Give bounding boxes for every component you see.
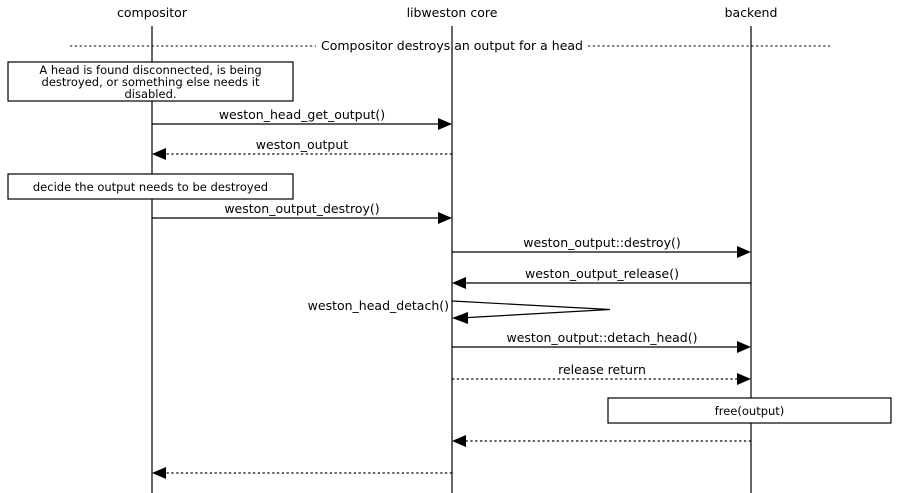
message-weston-head-get-output-arrowhead [438, 118, 452, 130]
note-head-disconnected-line-2: destroyed, or something else needs it [42, 75, 260, 89]
message-weston-head-detach-arrowhead [452, 312, 468, 324]
message-release-return: release return [452, 362, 751, 385]
message-weston-output-destroy-label: weston_output_destroy() [224, 201, 379, 216]
note-head-disconnected-box [7, 61, 294, 102]
message-weston-output-destroy-arrowhead [438, 212, 452, 224]
message-weston-output-return-arrowhead [152, 148, 166, 160]
message-weston-output-release-arrowhead [452, 277, 466, 289]
divider-label: Compositor destroys an output for a head [321, 38, 583, 53]
message-weston-output-destroy-signal-label: weston_output::destroy() [523, 235, 681, 250]
message-core-return [152, 467, 452, 479]
actor-label-backend: backend [725, 5, 778, 20]
message-weston-head-detach-loop [451, 300, 611, 319]
message-weston-head-get-output: weston_head_get_output() [152, 107, 452, 130]
message-weston-output-release: weston_output_release() [452, 266, 751, 289]
note-decide-destroy-line-1: decide the output needs to be destroyed [33, 180, 268, 194]
note-free-output: free(output) [607, 397, 892, 424]
message-release-return-label: release return [558, 362, 646, 377]
actor-label-compositor: compositor [117, 5, 188, 20]
message-weston-output-return: weston_output [152, 137, 452, 160]
actor-label-libweston-core: libweston core [407, 5, 498, 20]
note-decide-destroy: decide the output needs to be destroyed [7, 173, 294, 200]
message-weston-head-detach: weston_head_detach() [308, 298, 611, 324]
note-free-output-line-1: free(output) [715, 404, 785, 418]
divider-compositor-destroys-output: Compositor destroys an output for a head [70, 38, 830, 53]
message-weston-output-return-label: weston_output [256, 137, 348, 152]
note-decide-destroy-box [7, 173, 294, 200]
message-backend-return [452, 435, 751, 447]
note-head-disconnected: A head is found disconnected, is being d… [7, 61, 294, 102]
note-free-output-box [607, 397, 892, 424]
message-weston-output-destroy-signal-arrowhead [737, 246, 751, 258]
message-core-return-arrowhead [152, 467, 166, 479]
message-weston-output-detach-head-arrowhead [737, 341, 751, 353]
message-weston-output-destroy-signal: weston_output::destroy() [452, 235, 751, 258]
note-head-disconnected-line-1: A head is found disconnected, is being [39, 63, 261, 77]
message-weston-output-destroy: weston_output_destroy() [152, 201, 452, 224]
message-backend-return-arrowhead [452, 435, 466, 447]
message-weston-output-detach-head: weston_output::detach_head() [452, 330, 751, 353]
message-weston-output-detach-head-label: weston_output::detach_head() [507, 330, 698, 345]
message-weston-head-detach-label: weston_head_detach() [308, 298, 449, 313]
actor-headers: compositor libweston core backend [117, 5, 777, 20]
message-weston-head-get-output-label: weston_head_get_output() [219, 107, 385, 122]
message-weston-output-release-label: weston_output_release() [525, 266, 679, 281]
note-head-disconnected-line-3: disabled. [124, 87, 176, 101]
message-release-return-arrowhead [737, 373, 751, 385]
